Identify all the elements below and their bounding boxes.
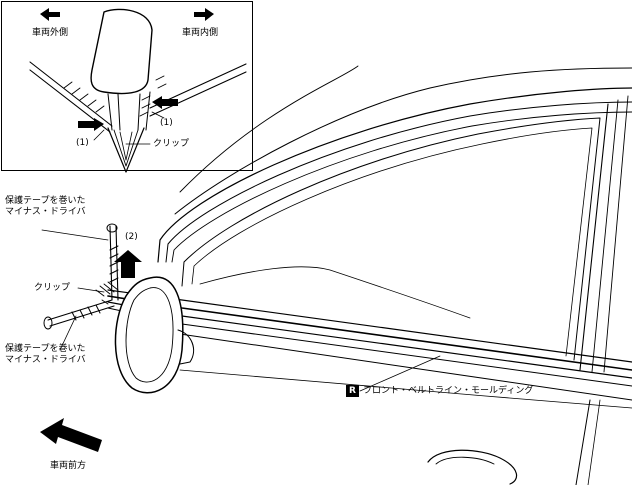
label-vehicle-outside: 車両外側 — [32, 28, 69, 38]
clip-hatch — [95, 281, 119, 305]
driver-bottom-tape — [71, 304, 101, 321]
label-clip-main: クリップ — [34, 283, 71, 293]
window-frame-inner2 — [171, 111, 632, 263]
part-badge: R — [346, 385, 359, 397]
window-glass-edge — [181, 117, 601, 361]
label-vehicle-inside: 車両内側 — [182, 28, 219, 38]
driver-top-handle — [106, 223, 118, 233]
pull-up-arrow-icon — [114, 250, 142, 278]
glass-reflection — [199, 266, 471, 319]
push-arrow-right-icon — [152, 96, 178, 109]
arrow-left-icon — [40, 8, 60, 21]
leader-clip-main — [77, 287, 105, 293]
inset-leader-1-right — [151, 111, 165, 119]
label-callout-2: (2) — [125, 232, 138, 242]
inset-hatch-left — [63, 81, 105, 113]
beltline-line-2 — [107, 295, 632, 371]
mirror-base — [177, 329, 195, 365]
b-pillar-line-3 — [603, 95, 629, 373]
inset-clip — [107, 127, 145, 173]
window-frame-inner — [165, 101, 632, 263]
door-body-line — [179, 369, 632, 409]
side-mirror — [114, 276, 184, 394]
door-rear-edge — [575, 399, 591, 485]
beltline-line-4 — [107, 307, 632, 387]
inset-leader-1-left — [93, 129, 105, 141]
window-glass-edge-inner — [191, 127, 593, 357]
inset-glass-left — [29, 61, 113, 127]
inset-clip-inner — [113, 129, 139, 167]
door-handle-inner — [435, 456, 495, 465]
beltline-line-5 — [179, 333, 632, 401]
roof-line — [179, 65, 359, 193]
driver-bottom-handle — [43, 316, 53, 330]
window-frame-outer — [157, 87, 632, 263]
inset-driver-right — [137, 93, 141, 131]
inset-driver-left — [107, 93, 113, 131]
label-callout-1-left: (1) — [76, 138, 89, 148]
b-pillar-line — [579, 103, 609, 371]
leader-driver-top — [41, 229, 109, 241]
label-driver-bottom: 保護テープを巻いた マイナス・ドライバ — [5, 344, 86, 365]
inset-glass-right-2 — [149, 71, 247, 117]
vehicle-front-arrow-icon — [40, 418, 102, 452]
leader-driver-bottom — [59, 315, 77, 351]
detail-inset-frame — [1, 1, 253, 171]
b-pillar-line-2 — [591, 99, 619, 373]
a-pillar-outer — [174, 67, 632, 215]
label-vehicle-front: 車両前方 — [50, 461, 87, 471]
push-arrow-left-icon — [78, 118, 104, 131]
door-handle — [427, 449, 518, 485]
beltline-line-1 — [107, 289, 632, 363]
leader-part — [359, 355, 441, 392]
driver-bottom-shaft-2 — [49, 305, 115, 327]
label-part-name: フロント・ベルトライン・モールディング — [363, 386, 534, 396]
label-clip-inset: クリップ — [153, 139, 190, 149]
driver-top-tape — [109, 245, 119, 283]
inset-driver-left-2 — [117, 93, 121, 131]
beltline-line-3 — [107, 301, 632, 379]
inset-mirror — [90, 8, 153, 95]
inset-hatch-right — [139, 75, 167, 117]
side-mirror-inner — [125, 287, 174, 383]
inset-clip-inner2 — [119, 131, 133, 161]
label-callout-1-right: (1) — [160, 118, 173, 128]
label-driver-top: 保護テープを巻いた マイナス・ドライバ — [5, 196, 86, 217]
door-rear-edge-2 — [587, 399, 601, 485]
arrow-right-icon — [194, 8, 214, 21]
inset-driver-right-2 — [145, 91, 151, 131]
driver-top-shaft — [109, 225, 113, 301]
